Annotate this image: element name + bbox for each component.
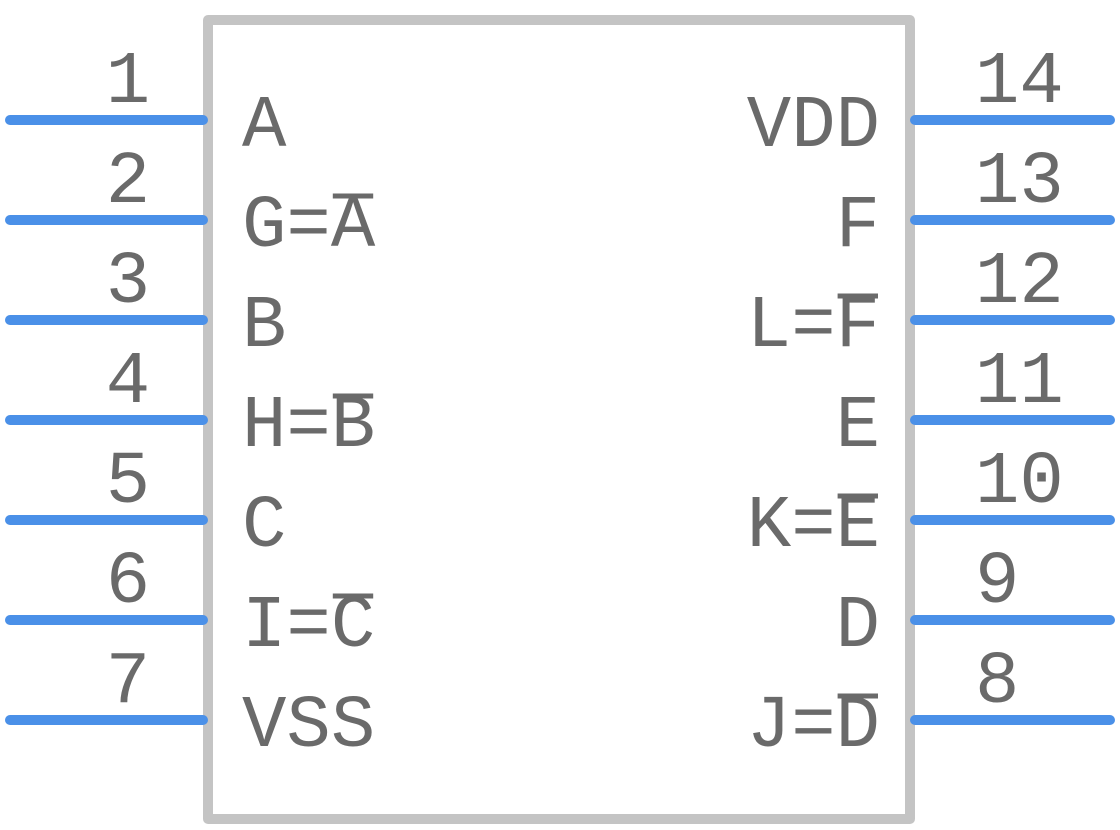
pin-number: 8 [975,641,1019,725]
pin-label-name: J= [747,685,836,769]
pin-label: G=A [242,185,376,269]
pin-label-name: VSS [242,685,375,769]
pin-5: 5C [5,441,286,569]
pin-number: 14 [975,41,1064,125]
pin-11: 11E [836,341,1115,469]
pin-label-name: H= [242,385,331,469]
pin-label-name: G= [242,185,331,269]
pin-label-name: E [836,385,880,469]
pin-label: F [836,185,880,269]
pin-number: 2 [106,141,150,225]
pin-3: 3B [5,241,286,369]
pin-number: 3 [106,241,150,325]
pin-number: 10 [975,441,1064,525]
pin-label: H=B [242,385,375,469]
pin-label: B [242,285,286,369]
pin-number: 12 [975,241,1064,325]
pin-label-name: I= [242,585,331,669]
pin-number: 13 [975,141,1064,225]
pin-label-negated-signal: F [836,285,880,369]
pin-label-negated-signal: D [836,685,880,769]
pin-number: 6 [106,541,150,625]
pin-6: 6I=C [5,541,375,669]
pin-label: VDD [747,85,880,169]
pin-1: 1A [5,41,287,169]
pin-label-name: C [242,485,286,569]
pin-label: I=C [242,585,375,669]
pin-number: 11 [975,341,1064,425]
pin-label: A [242,85,287,169]
pin-label-name: F [836,185,880,269]
pin-number: 5 [106,441,150,525]
pin-label: J=D [747,685,880,769]
pin-number: 9 [975,541,1019,625]
pin-label-negated-signal: B [331,385,375,469]
pin-9: 9D [836,541,1115,669]
pin-number: 7 [106,641,150,725]
component-body [203,15,915,824]
pin-label: K=E [747,485,880,569]
pin-label-name: K= [747,485,836,569]
pin-label: L=F [747,285,880,369]
pin-label-name: A [242,85,287,169]
pin-label: D [836,585,880,669]
pin-label-negated-signal: C [331,585,375,669]
pin-label-name: VDD [747,85,880,169]
pin-2: 2G=A [5,141,376,269]
pin-12: 12L=F [747,241,1115,369]
pin-label-name: L= [747,285,836,369]
pin-number: 1 [106,41,150,125]
pin-label: VSS [242,685,375,769]
pin-label-name: B [242,285,286,369]
pin-label: C [242,485,286,569]
pin-8: 8J=D [747,641,1115,769]
pin-label: E [836,385,880,469]
pin-label-negated-signal: E [836,485,880,569]
pin-label-negated-signal: A [331,185,376,269]
pin-number: 4 [106,341,150,425]
pin-label-name: D [836,585,880,669]
pin-13: 13F [836,141,1115,269]
pin-4: 4H=B [5,341,375,469]
pin-10: 10K=E [747,441,1115,569]
